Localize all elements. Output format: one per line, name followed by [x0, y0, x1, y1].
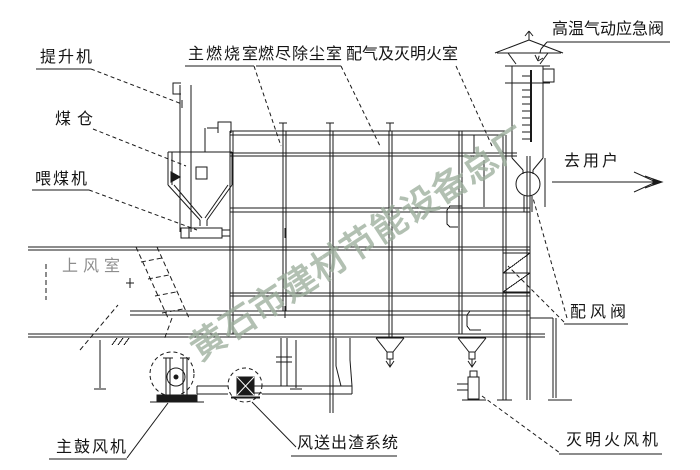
leader-lines-solid — [126, 54, 544, 459]
flame-fan-drawing — [457, 370, 480, 400]
label-main-blower: 主鼓风机 — [56, 437, 129, 456]
label-flame-extinguishing-fan: 灭明火风机 — [566, 430, 662, 449]
to-users-arrow — [552, 171, 664, 193]
label-coal-bunker: 煤仓 — [55, 109, 100, 128]
label-pneumatic-slag-discharge-system: 风送出渣系统 — [297, 433, 400, 452]
label-wind-chamber: 上风室 — [62, 256, 126, 275]
label-burnout-dust-removal-chamber: 燃尽除尘室 — [258, 44, 344, 63]
label-hoist: 提升机 — [40, 47, 95, 66]
inclined-conveyor-drawing — [45, 246, 190, 351]
chimney-drawing — [483, 30, 564, 212]
label-high-temp-pneumatic-emergency-valve: 高温气动应急阀 — [552, 19, 665, 38]
label-coal-feeder: 喂煤机 — [35, 169, 90, 188]
label-underlines — [32, 41, 670, 460]
hoist-drawing — [172, 82, 192, 232]
slag-piping-drawing — [196, 338, 353, 395]
main-blower-drawing — [149, 351, 198, 402]
coal-bunker-drawing — [167, 121, 233, 239]
label-to-users: 去用户 — [564, 151, 622, 170]
furnace-frame-drawing — [28, 122, 572, 413]
label-air-distribution-valve: 配风阀 — [570, 302, 631, 321]
label-main-combustion-chamber: 主燃烧室 — [188, 44, 261, 63]
leader-lines — [88, 48, 568, 454]
label-gas-distribution-flame-chamber: 配气及灭明火室 — [346, 44, 459, 63]
ash-hoppers-drawing — [375, 337, 487, 368]
slag-fan-drawing — [227, 367, 263, 403]
